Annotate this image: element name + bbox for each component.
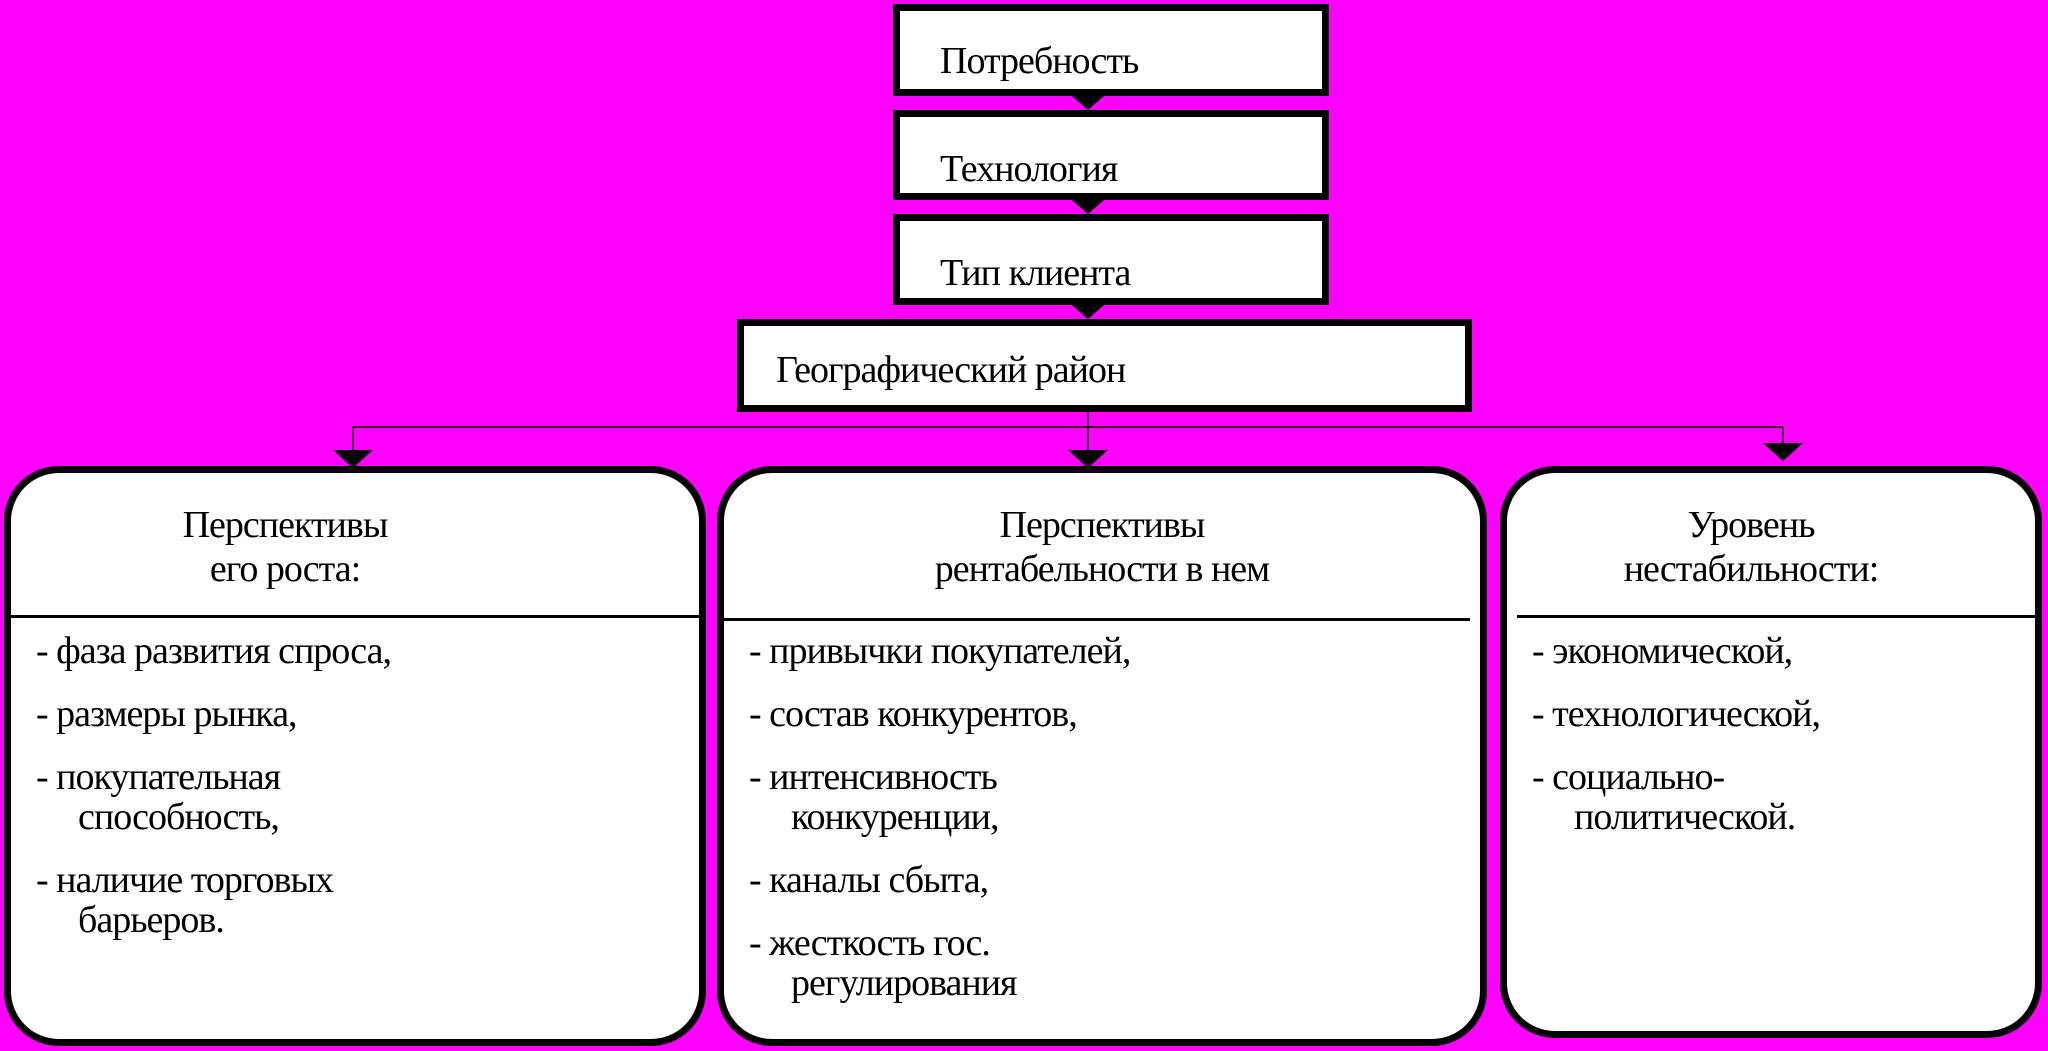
arrow-right [1763, 443, 1803, 461]
arrow-middle [1068, 450, 1108, 468]
card-divider [11, 615, 699, 618]
arrow-2 [1072, 200, 1104, 214]
technology-box: Технология [893, 110, 1329, 200]
card-divider [1517, 615, 2035, 618]
list-item: - размеры рынка, [36, 693, 298, 735]
list-item: - экономической, [1532, 630, 1793, 672]
list-item: - фаза развития спроса, [36, 630, 392, 672]
card-title: Перспективы его роста: [182, 504, 389, 590]
card-title: Уровень нестабильности: [1623, 504, 1880, 590]
list-item: - состав конкурентов, [749, 693, 1078, 735]
list-item: - покупательная способность, [36, 756, 281, 838]
growth-prospects-card: Перспективы его роста: - фаза развития с… [4, 466, 706, 1046]
technology-label: Технология [940, 148, 1118, 190]
need-label: Потребность [940, 40, 1139, 82]
card-items: - экономической, - технологической, - со… [1532, 630, 1821, 860]
client-type-box: Тип клиента [893, 214, 1329, 305]
card-divider [724, 618, 1470, 621]
arrow-3 [1072, 305, 1104, 319]
list-item: - жесткость гос. регулирования [749, 922, 1018, 1004]
geographic-region-label: Географический район [776, 349, 1126, 391]
list-item: - интенсивность конкуренции, [749, 756, 1000, 838]
instability-level-card: Уровень нестабильности: - экономической,… [1500, 466, 2042, 1038]
client-type-label: Тип клиента [940, 252, 1131, 294]
list-item: - каналы сбыта, [749, 859, 989, 901]
card-title: Перспективы рентабельности в нем [934, 504, 1270, 590]
card-items: - привычки покупателей, - состав конкуре… [749, 630, 1131, 1026]
need-box: Потребность [893, 4, 1329, 96]
profitability-prospects-card: Перспективы рентабельности в нем - привы… [717, 466, 1487, 1046]
list-item: - привычки покупателей, [749, 630, 1131, 672]
card-items: - фаза развития спроса, - размеры рынка,… [36, 630, 392, 963]
arrow-1 [1072, 96, 1104, 110]
list-item: - наличие торговых барьеров. [36, 859, 334, 941]
arrow-left [333, 450, 373, 468]
geographic-region-box: Географический район [737, 319, 1472, 412]
list-item: - социально- политической. [1532, 756, 1796, 838]
list-item: - технологической, [1532, 693, 1821, 735]
